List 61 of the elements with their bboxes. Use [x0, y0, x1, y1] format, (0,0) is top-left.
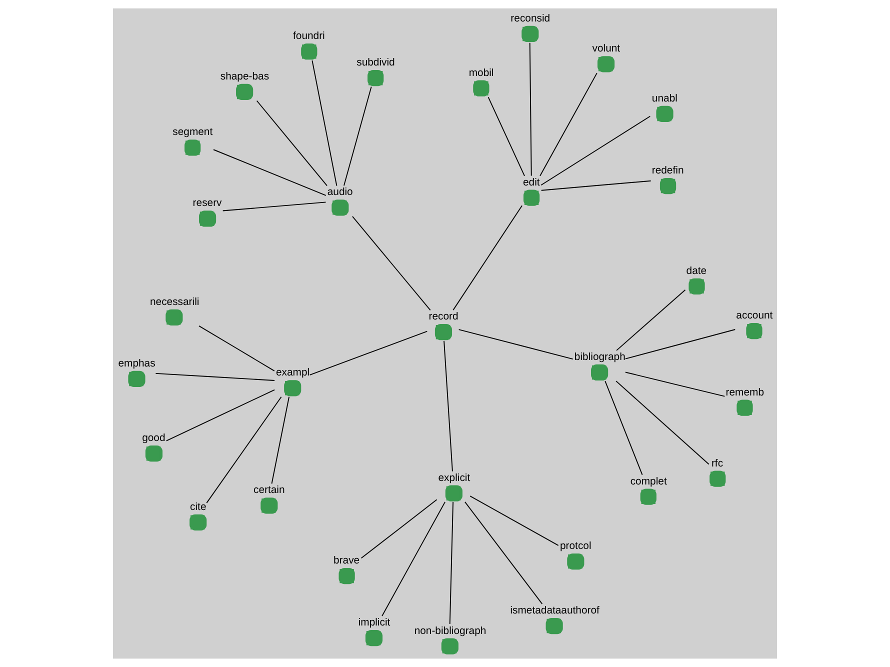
connector	[155, 372, 276, 381]
connector	[616, 380, 710, 465]
node-label: volunt	[592, 44, 620, 55]
connector	[540, 116, 651, 186]
connector	[540, 180, 652, 191]
connector	[452, 205, 523, 311]
connector	[458, 329, 574, 360]
connector	[529, 42, 532, 176]
node-label: rfc	[711, 458, 724, 470]
node-label: shape-bas	[220, 71, 270, 82]
connector	[198, 325, 275, 372]
node-label: protcol	[560, 541, 592, 552]
node-label: record	[428, 312, 458, 323]
node-label: necessarili	[150, 296, 200, 308]
connector	[309, 330, 428, 376]
connector	[343, 86, 372, 186]
connector	[271, 396, 290, 484]
node-label: non-bibliograph	[414, 626, 486, 637]
node-label: emphas	[118, 358, 156, 370]
node-label: reconsid	[510, 13, 550, 24]
node-label: implicit	[358, 618, 390, 629]
node-label: date	[686, 266, 707, 277]
connector	[616, 289, 686, 351]
node-label: exampl	[276, 368, 310, 379]
node-label: segment	[172, 127, 213, 138]
node-label: mobil	[468, 68, 494, 79]
connector	[206, 396, 282, 504]
node-label: foundri	[293, 31, 325, 42]
connector	[444, 340, 453, 472]
connector	[222, 202, 326, 212]
connector	[604, 380, 643, 476]
node-label: brave	[334, 556, 360, 567]
node-label: account	[736, 310, 773, 322]
connector	[624, 329, 736, 360]
connector	[470, 496, 559, 546]
node-label: redefin	[652, 165, 684, 176]
connector	[256, 100, 328, 186]
connector	[449, 501, 454, 624]
connector	[625, 372, 726, 397]
connector	[213, 149, 326, 196]
node-label: certain	[254, 485, 285, 496]
connector	[360, 499, 438, 559]
node-label: edit	[523, 177, 540, 188]
node-label: cite	[190, 502, 206, 513]
connector	[352, 216, 431, 311]
connector	[464, 501, 543, 604]
node-label: unabl	[652, 93, 678, 104]
node-label: bibliograph	[574, 352, 626, 363]
connector	[540, 72, 598, 176]
node-label: audio	[327, 187, 353, 198]
connector	[312, 60, 338, 186]
node-label: rememb	[726, 387, 764, 398]
connector	[166, 389, 276, 442]
node-label: good	[142, 433, 166, 444]
node-label: ismetadataauthorof	[510, 606, 600, 616]
node-label: complet	[630, 476, 667, 488]
node-label: reserv	[192, 198, 222, 210]
node-label: explicit	[438, 472, 470, 484]
connector	[488, 96, 525, 176]
node-label: subdivid	[356, 58, 395, 69]
connector	[382, 501, 446, 616]
